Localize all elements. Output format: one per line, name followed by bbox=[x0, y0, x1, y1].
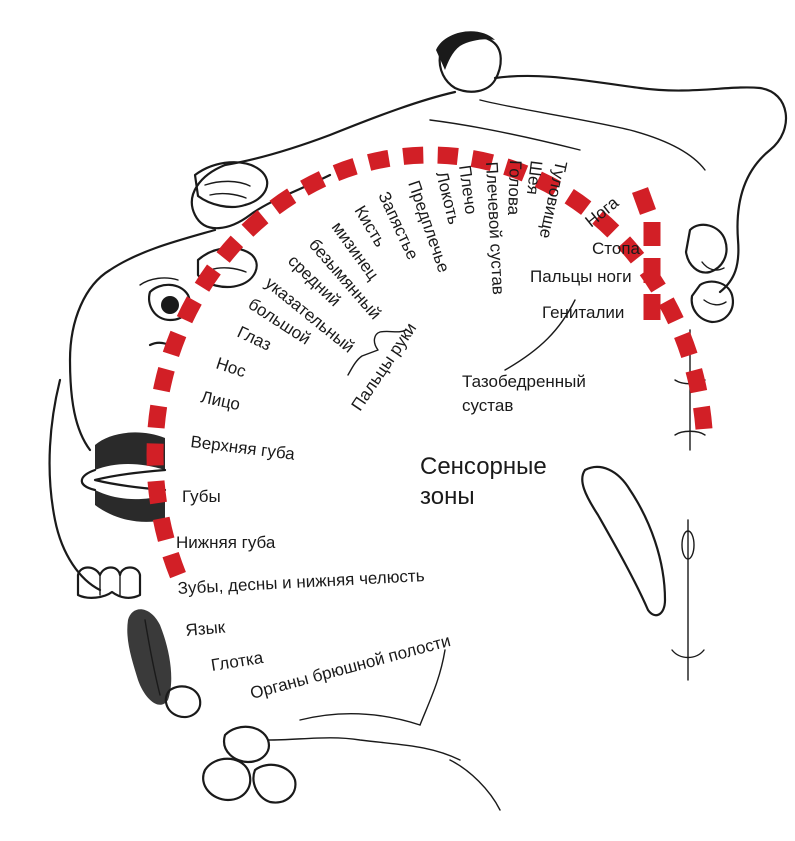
sensory-band-segment bbox=[171, 334, 179, 355]
sensory-band-segment bbox=[185, 301, 195, 320]
label-lower-lip: Нижняя губа bbox=[176, 533, 276, 552]
sensory-band-segment bbox=[156, 481, 159, 503]
sensory-band-segment bbox=[336, 166, 355, 173]
sensory-band-segment bbox=[275, 196, 292, 208]
sensory-band-segment bbox=[694, 370, 699, 391]
label-lips: Губы bbox=[182, 487, 221, 506]
sensory-band-segment bbox=[161, 518, 166, 539]
label-head: Голова bbox=[504, 160, 525, 216]
sensory-band-segment bbox=[569, 196, 586, 208]
title-line2: зоны bbox=[420, 483, 475, 510]
sensory-band-segment bbox=[640, 190, 648, 212]
label-hip-joint-line1: Тазобедренный bbox=[462, 372, 586, 391]
label-pharynx: Глотка bbox=[210, 648, 265, 675]
sensory-band-segment bbox=[161, 369, 166, 390]
label-foot: Стопа bbox=[592, 239, 641, 258]
title-line1: Сенсорные bbox=[420, 453, 547, 480]
tongue-figure-icon bbox=[127, 609, 171, 704]
label-genitals: Гениталии bbox=[542, 303, 624, 322]
sensory-band-segment bbox=[202, 270, 214, 288]
label-shoulder-joint: Плечевой сустав bbox=[482, 161, 508, 295]
sensory-band-segment bbox=[304, 179, 322, 188]
sensory-band-segment bbox=[223, 241, 237, 257]
sensory-band-segment bbox=[702, 407, 705, 429]
label-teeth: Зубы, десны и нижняя челюсть bbox=[177, 566, 425, 598]
label-fingers: Пальцы руки bbox=[348, 319, 421, 414]
label-face: Лицо bbox=[199, 387, 242, 414]
label-upper-lip: Верхняя губа bbox=[190, 432, 297, 464]
label-toes: Пальцы ноги bbox=[530, 267, 632, 286]
sensory-band-segment bbox=[438, 155, 458, 156]
sensory-band-segment bbox=[682, 335, 689, 356]
sensory-band-segment bbox=[666, 301, 676, 320]
label-eye: Глаз bbox=[234, 322, 274, 354]
label-abdominal: Органы брюшной полости bbox=[248, 631, 452, 703]
label-nose: Нос bbox=[214, 354, 249, 382]
label-hip-joint-line2: сустав bbox=[462, 396, 513, 415]
label-tongue: Язык bbox=[185, 618, 227, 640]
sensory-band-segment bbox=[156, 406, 159, 428]
sensory-band-segment bbox=[171, 555, 178, 576]
sensory-band-segment bbox=[403, 155, 423, 156]
sensory-band-segment bbox=[247, 217, 263, 231]
sensory-band-segment bbox=[369, 158, 389, 162]
